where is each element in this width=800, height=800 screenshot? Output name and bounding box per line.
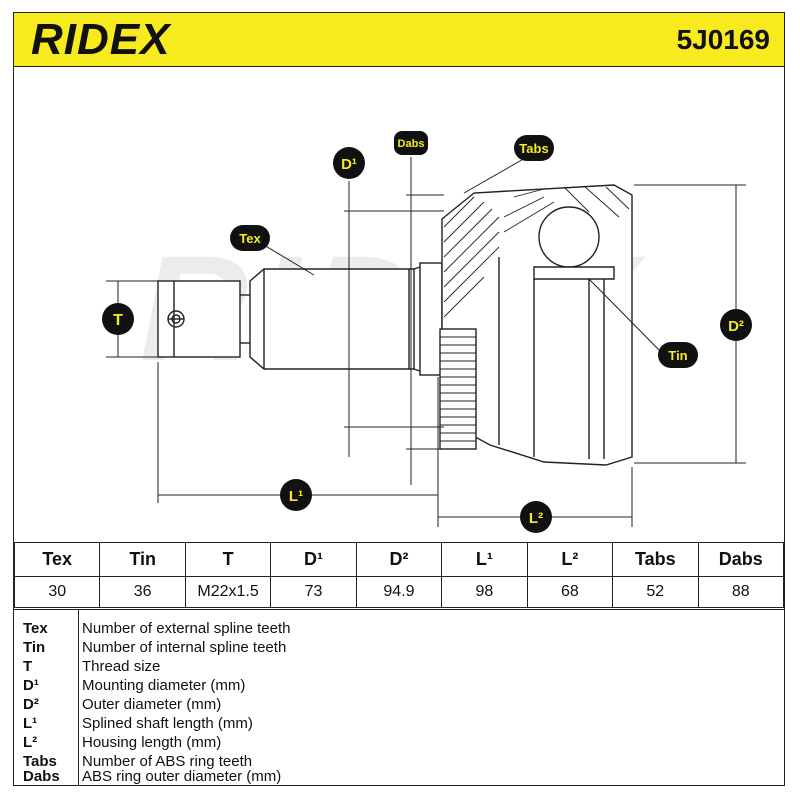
- part-number: 5J0169: [676, 24, 770, 55]
- legend-item: Dabs ABS ring outer diameter (mm): [14, 767, 784, 786]
- dimension-tags: T Tex D¹ Dabs Tabs: [102, 131, 752, 533]
- spec-value-l2: 68: [526, 576, 614, 608]
- brand-logo: RIDEX: [31, 15, 171, 64]
- spec-value-tabs: 52: [612, 576, 699, 608]
- spec-header-l1: L¹: [441, 542, 528, 577]
- spec-header-d1: D¹: [270, 542, 357, 577]
- legend-item: L¹ Splined shaft length (mm): [14, 714, 784, 733]
- legend-item: Tex Number of external spline teeth: [14, 619, 784, 638]
- tag-l2: L²: [520, 501, 552, 533]
- ball: [538, 206, 600, 268]
- tag-tin-label: Tin: [668, 348, 687, 363]
- legend-desc: ABS ring outer diameter (mm): [82, 768, 282, 785]
- legend-key: T: [23, 658, 33, 675]
- legend-desc: Mounting diameter (mm): [82, 677, 246, 694]
- spec-value-d1: 73: [270, 576, 357, 608]
- legend-desc: Number of ABS ring teeth: [82, 753, 253, 770]
- spec-sheet: RIDEX 5J0169 RIDEX: [13, 12, 785, 786]
- spec-header-t: T: [184, 542, 272, 577]
- joint-outline: [157, 184, 633, 466]
- legend-divider: [78, 610, 79, 786]
- legend-item: T Thread size: [14, 657, 784, 676]
- legend-key: L¹: [23, 715, 38, 732]
- legend-desc: Outer diameter (mm): [82, 696, 222, 713]
- header-bar: RIDEX 5J0169: [14, 13, 784, 67]
- legend-key: Tabs: [23, 753, 57, 770]
- spec-table-value-row: 30 36 M22x1.5 73 94.9 98 68 52 88: [13, 576, 784, 608]
- tag-tin: Tin: [658, 342, 698, 368]
- tag-d2: D²: [720, 309, 752, 341]
- tag-t-label: T: [113, 312, 123, 329]
- legend-item: Tabs Number of ABS ring teeth: [14, 752, 784, 771]
- splined-shaft: [249, 268, 415, 370]
- spec-header-tin: Tin: [99, 542, 186, 577]
- legend-desc: Number of external spline teeth: [82, 620, 291, 637]
- spec-header-dabs: Dabs: [697, 542, 784, 577]
- legend-desc: Housing length (mm): [82, 734, 222, 751]
- tag-l1: L¹: [280, 479, 312, 511]
- abs-ring: [439, 328, 477, 450]
- spec-value-t: M22x1.5: [184, 576, 272, 608]
- spec-value-dabs: 88: [697, 576, 784, 608]
- spec-value-tin: 36: [99, 576, 186, 608]
- spec-value-d2: 94.9: [355, 576, 443, 608]
- legend: Tex Number of external spline teeth Tin …: [14, 609, 784, 786]
- tag-tex-label: Tex: [239, 231, 261, 246]
- legend-desc: Number of internal spline teeth: [82, 639, 287, 656]
- technical-drawing: RIDEX: [14, 67, 784, 545]
- tag-dabs-label: Dabs: [398, 138, 425, 150]
- tag-l1-label: L¹: [289, 488, 303, 505]
- cv-joint-drawing: RIDEX: [102, 131, 752, 533]
- tag-d1: D¹: [333, 147, 365, 179]
- legend-key: D¹: [23, 677, 39, 694]
- legend-item: L² Housing length (mm): [14, 733, 784, 752]
- spec-header-l2: L²: [526, 542, 614, 577]
- legend-key: Tex: [23, 620, 48, 637]
- legend-key: L²: [23, 734, 38, 751]
- tag-tex: Tex: [230, 225, 270, 251]
- tag-d2-label: D²: [728, 318, 744, 335]
- tag-t: T: [102, 303, 134, 335]
- spec-value-tex: 30: [13, 576, 101, 608]
- legend-item: Tin Number of internal spline teeth: [14, 638, 784, 657]
- legend-item: D¹ Mounting diameter (mm): [14, 676, 784, 695]
- tag-tabs-label: Tabs: [519, 141, 548, 156]
- legend-key: D²: [23, 696, 39, 713]
- tag-tabs: Tabs: [514, 135, 554, 161]
- tag-dabs: Dabs: [394, 131, 428, 155]
- legend-key: Tin: [23, 639, 46, 656]
- legend-desc: Thread size: [82, 658, 161, 675]
- spec-header-tabs: Tabs: [612, 542, 699, 577]
- spec-table-header-row: Tex Tin T D¹ D² L¹ L² Tabs Dabs: [13, 542, 784, 577]
- spec-value-l1: 98: [441, 576, 528, 608]
- legend-key: Dabs: [23, 768, 60, 785]
- legend-desc: Splined shaft length (mm): [82, 715, 253, 732]
- tag-l2-label: L²: [529, 510, 543, 527]
- spec-table: Tex Tin T D¹ D² L¹ L² Tabs Dabs 30 36 M2…: [13, 542, 784, 608]
- spec-header-tex: Tex: [13, 542, 101, 577]
- tag-d1-label: D¹: [341, 156, 357, 173]
- spec-header-d2: D²: [355, 542, 443, 577]
- legend-item: D² Outer diameter (mm): [14, 695, 784, 714]
